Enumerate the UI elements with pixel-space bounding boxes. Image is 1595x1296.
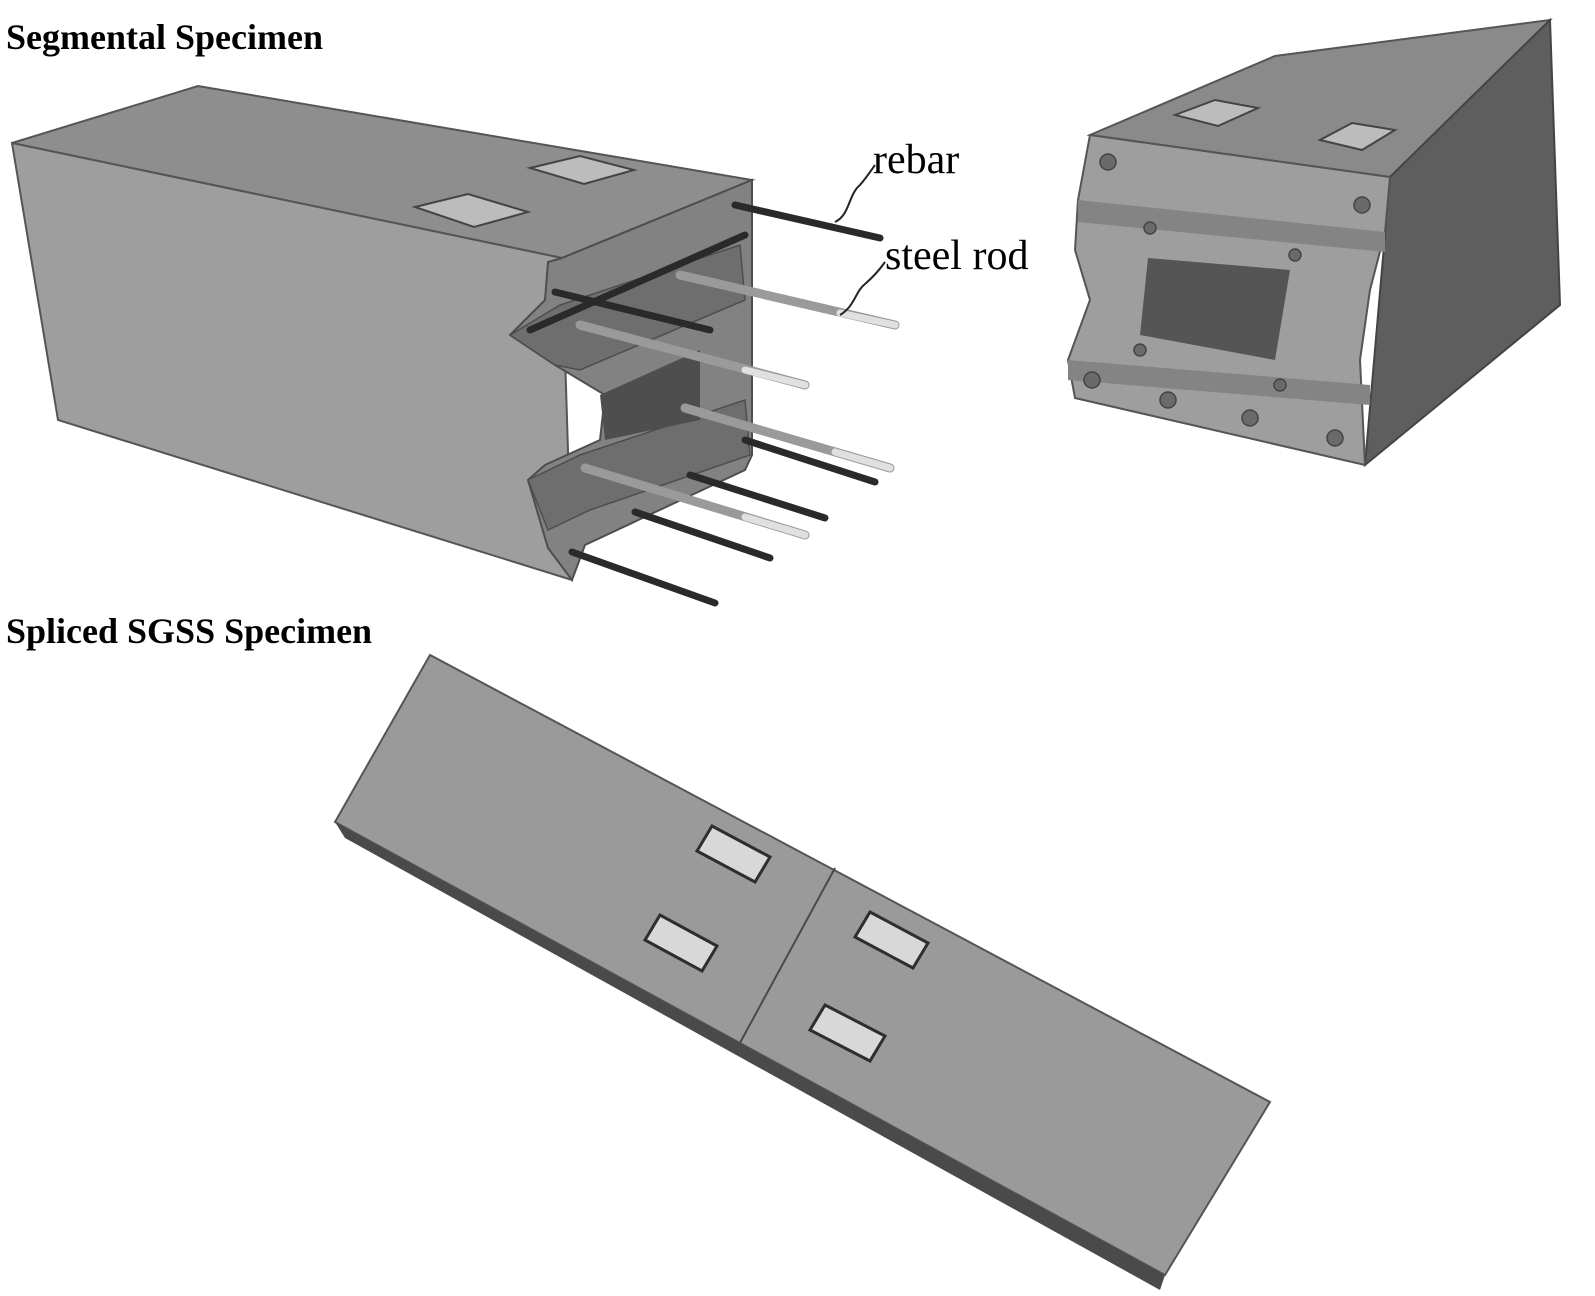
rebar-3 [551, 288, 714, 334]
left-segment-block [10, 84, 756, 583]
right-block-hole-1 [1171, 98, 1262, 128]
steel-rod-1-tip [836, 309, 899, 329]
rebar-6 [631, 508, 774, 562]
rebar-label: rebar [873, 137, 960, 183]
rebar-2 [526, 231, 749, 334]
splice-joint [734, 867, 836, 1053]
right-block-duct-holes [1083, 153, 1371, 447]
right-segment-block [1066, 17, 1562, 468]
right-block-cavity [1140, 258, 1290, 360]
steel-rod-3-tip [831, 448, 894, 472]
spliced-specimen [333, 653, 1272, 1290]
rebar-leader [834, 164, 876, 223]
steel-rod-2-tip [741, 366, 809, 389]
right-block-key-band-2 [1068, 360, 1370, 405]
spliced-side-face [335, 822, 1165, 1290]
rebar-1 [731, 201, 884, 242]
rebar-4 [741, 436, 879, 486]
leader-lines [834, 164, 886, 316]
steel-rods [575, 270, 900, 540]
right-block-side-face [1363, 17, 1562, 468]
left-block-hole-1 [411, 192, 532, 229]
spliced-grout-holes [642, 824, 931, 1063]
steel-rod-leader [839, 261, 886, 316]
left-block-cavity [600, 350, 700, 440]
left-block-key-lower [527, 398, 751, 532]
steel-rod-label: steel rod [885, 233, 1029, 279]
right-block-hole-2 [1317, 121, 1398, 152]
segmental-specimen-title: Segmental Specimen [6, 17, 323, 57]
steel-rod-4-tip [741, 513, 809, 539]
spliced-top-face [333, 653, 1272, 1277]
right-block-key-band-1 [1078, 200, 1385, 252]
spliced-specimen-title: Spliced SGSS Specimen [6, 611, 373, 651]
rebar-5 [686, 471, 829, 522]
left-block-hole-2 [526, 154, 638, 186]
rebar-7 [568, 548, 719, 607]
rebars [526, 201, 884, 607]
